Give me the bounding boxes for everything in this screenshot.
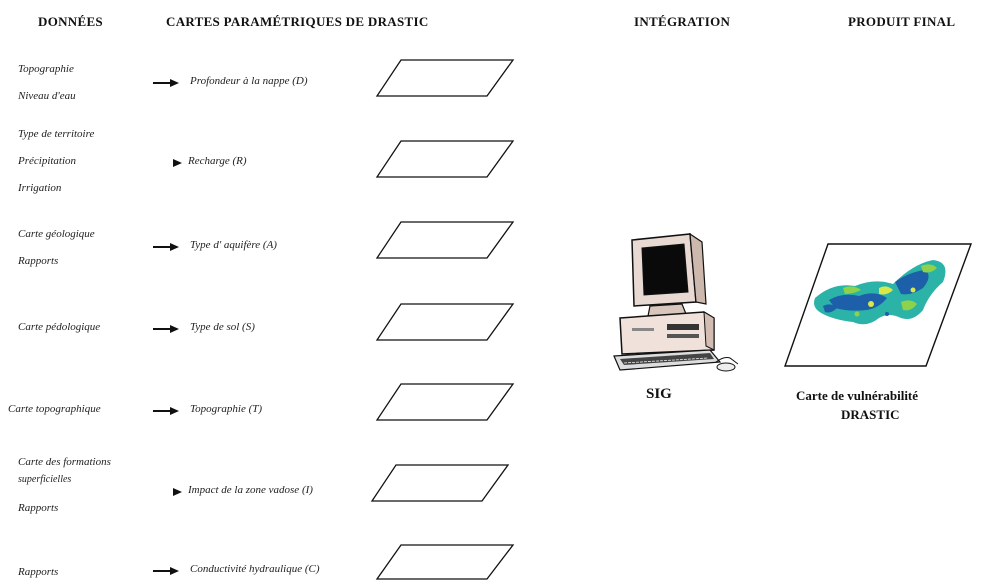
param-sol: Type de sol (S)	[190, 321, 255, 333]
data-precipitation: Précipitation	[18, 155, 77, 167]
param-map-conductivity	[375, 544, 515, 580]
param-profondeur: Profondeur à la nappe (D)	[190, 75, 308, 87]
data-topographie: Topographie	[18, 63, 74, 75]
header-integration: INTÉGRATION	[634, 14, 731, 29]
arrow-row-5	[153, 407, 179, 415]
param-map-recharge	[375, 140, 515, 178]
arrow-row-1	[153, 79, 179, 87]
arrow-row-6	[170, 488, 182, 496]
vulnerability-map-icon	[784, 243, 973, 367]
param-zone-vadose: Impact de la zone vadose (I)	[188, 484, 313, 496]
integration-label: SIG	[646, 386, 672, 402]
data-irrigation: Irrigation	[18, 182, 62, 194]
data-niveau-eau: Niveau d'eau	[18, 90, 76, 102]
param-map-topography	[375, 383, 515, 421]
param-recharge: Recharge (R)	[188, 155, 247, 167]
data-carte-geologique: Carte géologique	[18, 228, 95, 240]
data-carte-formations: Carte des formations	[18, 456, 111, 468]
header-donnees: DONNÉES	[38, 14, 103, 29]
param-topographie: Topographie (T)	[190, 403, 263, 415]
param-map-depth	[375, 59, 515, 97]
final-product-line2: DRASTIC	[841, 407, 900, 422]
arrow-row-4	[153, 325, 179, 333]
param-map-aquifer	[375, 221, 515, 259]
data-rapports-2: Rapports	[18, 502, 59, 514]
param-map-soil	[375, 303, 515, 341]
param-aquifere: Type d' aquifère (A)	[190, 239, 277, 251]
computer-icon	[613, 232, 739, 372]
arrow-row-3	[153, 243, 179, 251]
header-cartes: CARTES PARAMÉTRIQUES DE DRASTIC	[166, 14, 429, 29]
arrow-row-7	[153, 567, 179, 575]
header-produit: PRODUIT FINAL	[848, 14, 956, 29]
param-conductivite: Conductivité hydraulique (C)	[190, 563, 320, 575]
data-type-territoire: Type de territoire	[18, 128, 95, 140]
data-superficielles: superficielles	[18, 474, 72, 485]
final-product-line1: Carte de vulnérabilité	[796, 388, 919, 403]
data-carte-pedologique: Carte pédologique	[18, 321, 101, 333]
data-rapports-1: Rapports	[18, 255, 59, 267]
param-map-vadose	[370, 464, 510, 502]
data-carte-topographique: Carte topographique	[8, 403, 101, 415]
data-rapports-3: Rapports	[18, 566, 59, 578]
arrow-row-2	[170, 159, 182, 167]
